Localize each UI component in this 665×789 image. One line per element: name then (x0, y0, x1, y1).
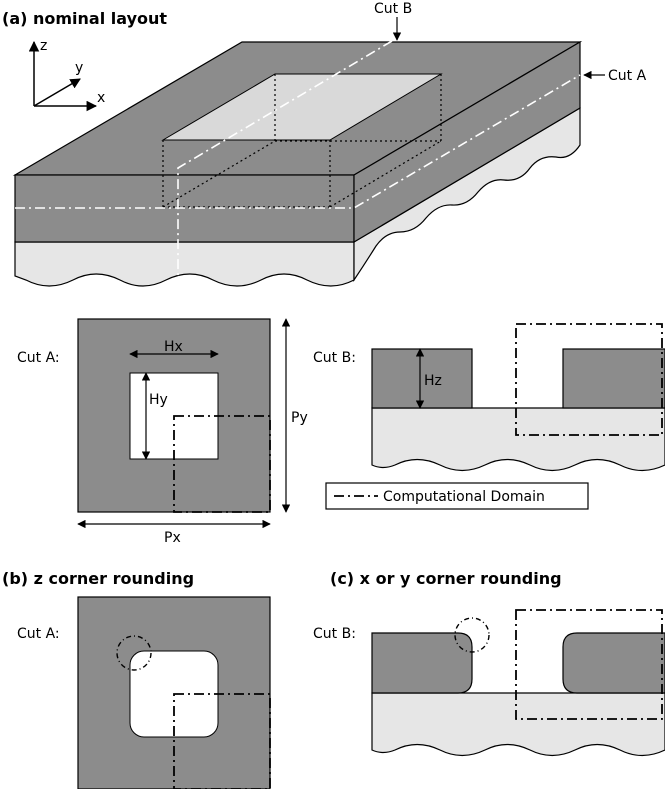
cut-b-pointer: Cut B (374, 1, 412, 41)
cut-a-label: Cut A: (17, 350, 60, 366)
dim-hz-label: Hz (424, 373, 442, 389)
panel-a-title: (a) nominal layout (2, 9, 167, 28)
dim-px-label: Px (164, 530, 181, 546)
computational-domain-b (515, 323, 663, 436)
panel-b-title: (b) z corner rounding (2, 569, 194, 588)
legend-box: Computational Domain (325, 482, 589, 510)
cut-b-label: Cut B: (313, 350, 356, 366)
cut-b-section: Hz (371, 323, 665, 472)
cut-a-section: Hx Hy Px Py (77, 318, 308, 546)
rounding-highlight-c (454, 617, 490, 653)
cut-b-rounded-section (371, 609, 665, 757)
axis-x-label: x (97, 90, 105, 106)
dim-py-label: Py (291, 410, 308, 426)
dim-hy-label: Hy (149, 392, 168, 408)
dim-hx-label: Hx (164, 339, 183, 355)
rounding-highlight-b (116, 635, 152, 671)
cut-b-label-c: Cut B: (313, 626, 356, 642)
computational-domain-a (173, 415, 271, 513)
axis-y-label: y (75, 60, 83, 76)
cut-b-arrow-label: Cut B (374, 1, 412, 17)
axis-triad: z y x (28, 38, 105, 112)
cut-b-line (177, 40, 393, 280)
block-3d (12, 40, 583, 287)
cut-a-rounded-section (77, 596, 271, 789)
legend-label: Computational Domain (383, 489, 545, 505)
axis-z-label: z (40, 38, 47, 54)
cut-a-label-b: Cut A: (17, 626, 60, 642)
panel-c-title: (c) x or y corner rounding (330, 569, 562, 588)
cut-a-pointer: Cut A (583, 68, 647, 84)
cut-a-arrow-label: Cut A (608, 68, 647, 84)
